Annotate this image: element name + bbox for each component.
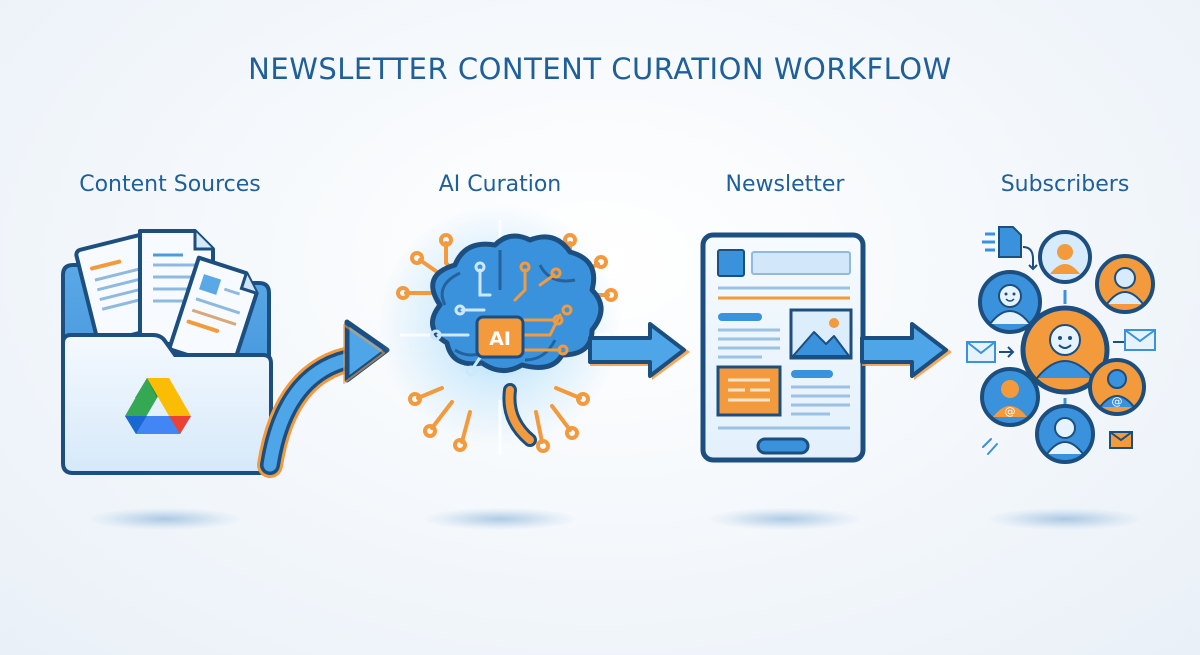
google-drive-icon	[125, 378, 191, 434]
stage-shadow	[990, 508, 1140, 530]
subscriber-avatar-main	[1020, 305, 1110, 395]
envelope-icon	[966, 341, 1015, 363]
envelope-icon	[1113, 329, 1156, 351]
cta-button-shape	[756, 437, 810, 455]
stage-shadow	[710, 508, 860, 530]
newsletter-document-icon	[700, 232, 866, 463]
stage-shadow	[90, 508, 240, 530]
ai-brain-circuit-icon: AI	[396, 220, 618, 455]
subscriber-network-icon: @ @	[966, 226, 1156, 464]
stage-label-content-sources: Content Sources	[79, 172, 261, 197]
subscriber-avatar	[1035, 404, 1095, 464]
document-icon	[982, 226, 1038, 271]
arrow-right-icon	[588, 322, 690, 380]
ai-badge: AI	[489, 328, 511, 350]
stage-label-subscribers: Subscribers	[1000, 172, 1130, 197]
stage-label-newsletter: Newsletter	[725, 172, 845, 197]
diagram-title: NEWSLETTER CONTENT CURATION WORKFLOW	[248, 52, 952, 86]
subscriber-avatar	[1038, 230, 1092, 284]
svg-text:@: @	[1112, 395, 1123, 408]
subscriber-avatar	[978, 270, 1042, 334]
curved-arrow-icon	[257, 319, 390, 478]
folder-with-documents-icon	[61, 229, 273, 475]
stage-shadow	[425, 508, 575, 530]
subscriber-avatar: @	[1088, 358, 1146, 416]
svg-text:@: @	[1005, 405, 1016, 418]
arrow-right-icon	[860, 322, 952, 380]
envelope-icon	[1109, 431, 1133, 449]
stage-label-ai-curation: AI Curation	[438, 172, 562, 197]
subscriber-avatar: @	[980, 367, 1040, 427]
subscriber-avatar	[1095, 254, 1155, 314]
image-placeholder-icon	[789, 308, 853, 360]
